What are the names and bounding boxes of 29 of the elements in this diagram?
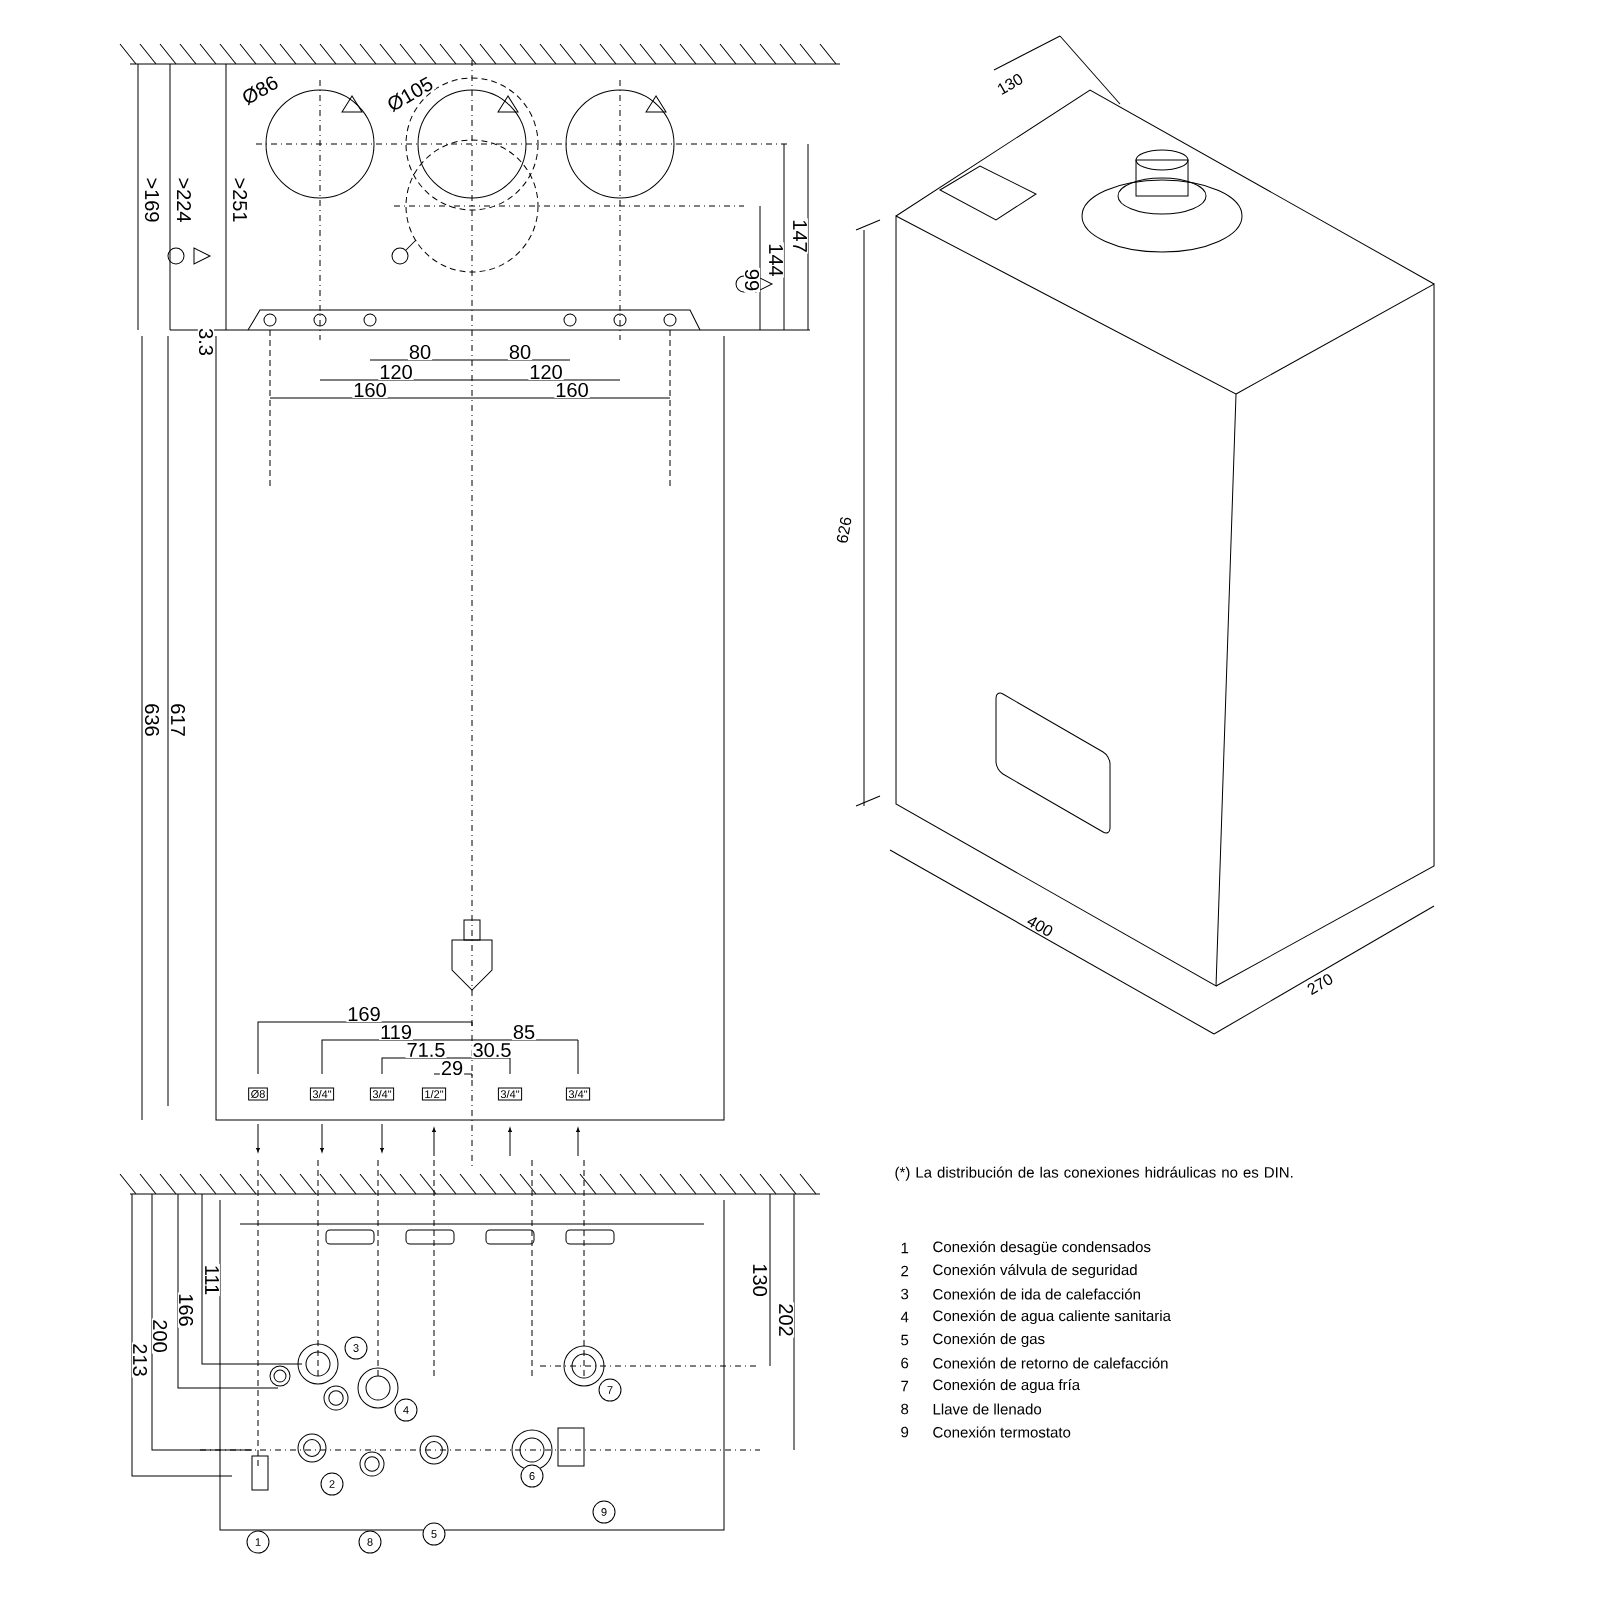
dimension-value: 144 (768, 242, 784, 278)
dimension-value: 202 (777, 1302, 795, 1338)
dimension-value: 99 (743, 267, 761, 293)
dimension-value: 160 (352, 381, 388, 399)
dimension-value: 29 (439, 1059, 465, 1077)
dimension-value: 130 (994, 71, 1026, 97)
dimension-value: 3.3 (197, 327, 215, 357)
dimension-value: 270 (1304, 971, 1336, 997)
dimension-value: >251 (231, 176, 249, 224)
dimension-value: 400 (1024, 913, 1056, 939)
dimension-value: 119 (379, 1023, 413, 1041)
dimension-value: 147 (792, 218, 808, 254)
dimension-value: 160 (554, 381, 590, 399)
dimension-value: 80 (407, 343, 433, 361)
dimension-value: Ø86 (238, 72, 282, 108)
dimension-value: 636 (143, 702, 161, 738)
dimension-value: 169 (346, 1005, 382, 1023)
dimension-value: 120 (378, 363, 414, 381)
dimension-value: 85 (511, 1023, 537, 1041)
dimension-value: >224 (176, 176, 192, 224)
dimension-value: 71.5 (405, 1042, 447, 1058)
dimension-value: 120 (528, 363, 564, 381)
dimension-value: 626 (834, 514, 854, 546)
dimension-value: 617 (169, 702, 187, 738)
dimension-value: >169 (143, 176, 161, 224)
dimension-value: 80 (507, 343, 533, 361)
dimension-value: 111 (204, 1263, 220, 1297)
dimension-value: 30.5 (471, 1041, 513, 1059)
dimension-value: 130 (751, 1262, 769, 1298)
